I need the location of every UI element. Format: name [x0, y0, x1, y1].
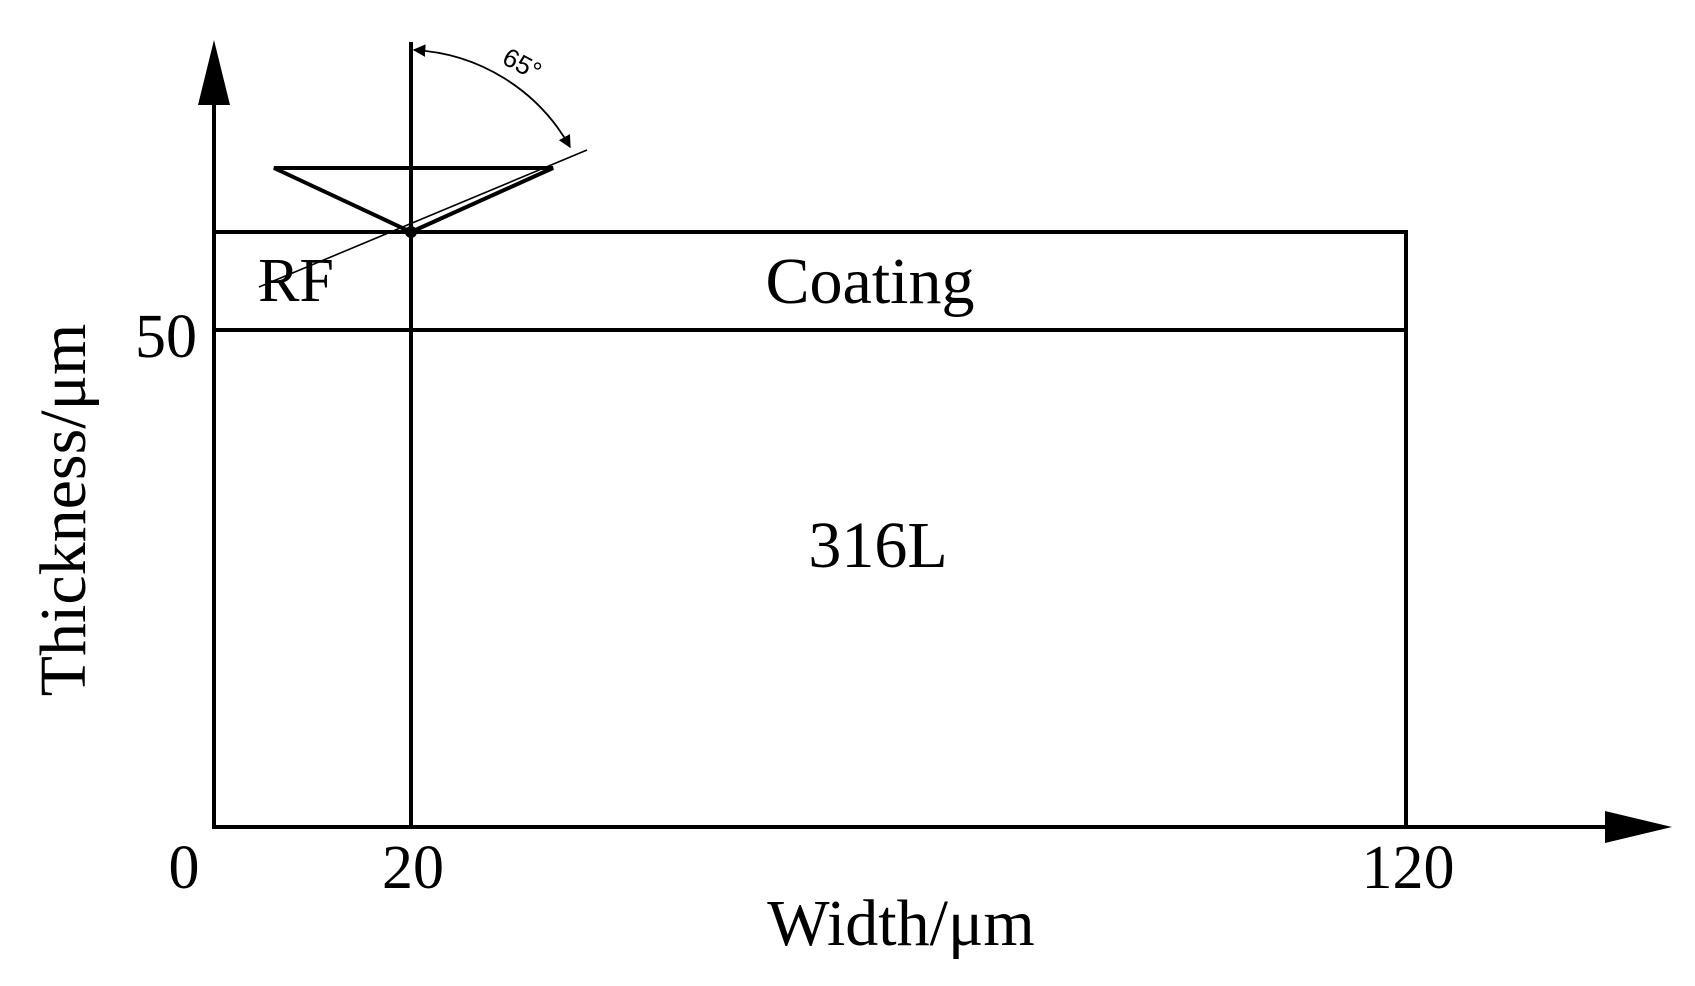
x-tick-0: 0 [169, 834, 200, 902]
x-tick-120: 120 [1362, 834, 1455, 902]
specimen-outline [212, 230, 1408, 829]
reference-label: RF [258, 247, 334, 315]
x-axis-label: Width/μm [767, 887, 1034, 960]
y-tick-50: 50 [135, 303, 197, 371]
y-axis-arrowhead [198, 40, 230, 105]
indenter-angle-line [258, 149, 588, 288]
substrate-label: 316L [808, 509, 947, 582]
indenter-tip-point [405, 226, 417, 238]
coating-label: Coating [766, 245, 975, 318]
y-axis-label: Thickness/μm [27, 324, 100, 697]
indenter-triangle [273, 166, 554, 235]
x-axis-arrowhead [1605, 811, 1672, 843]
x-tick-20: 20 [382, 834, 444, 902]
angle-arc [412, 44, 571, 149]
